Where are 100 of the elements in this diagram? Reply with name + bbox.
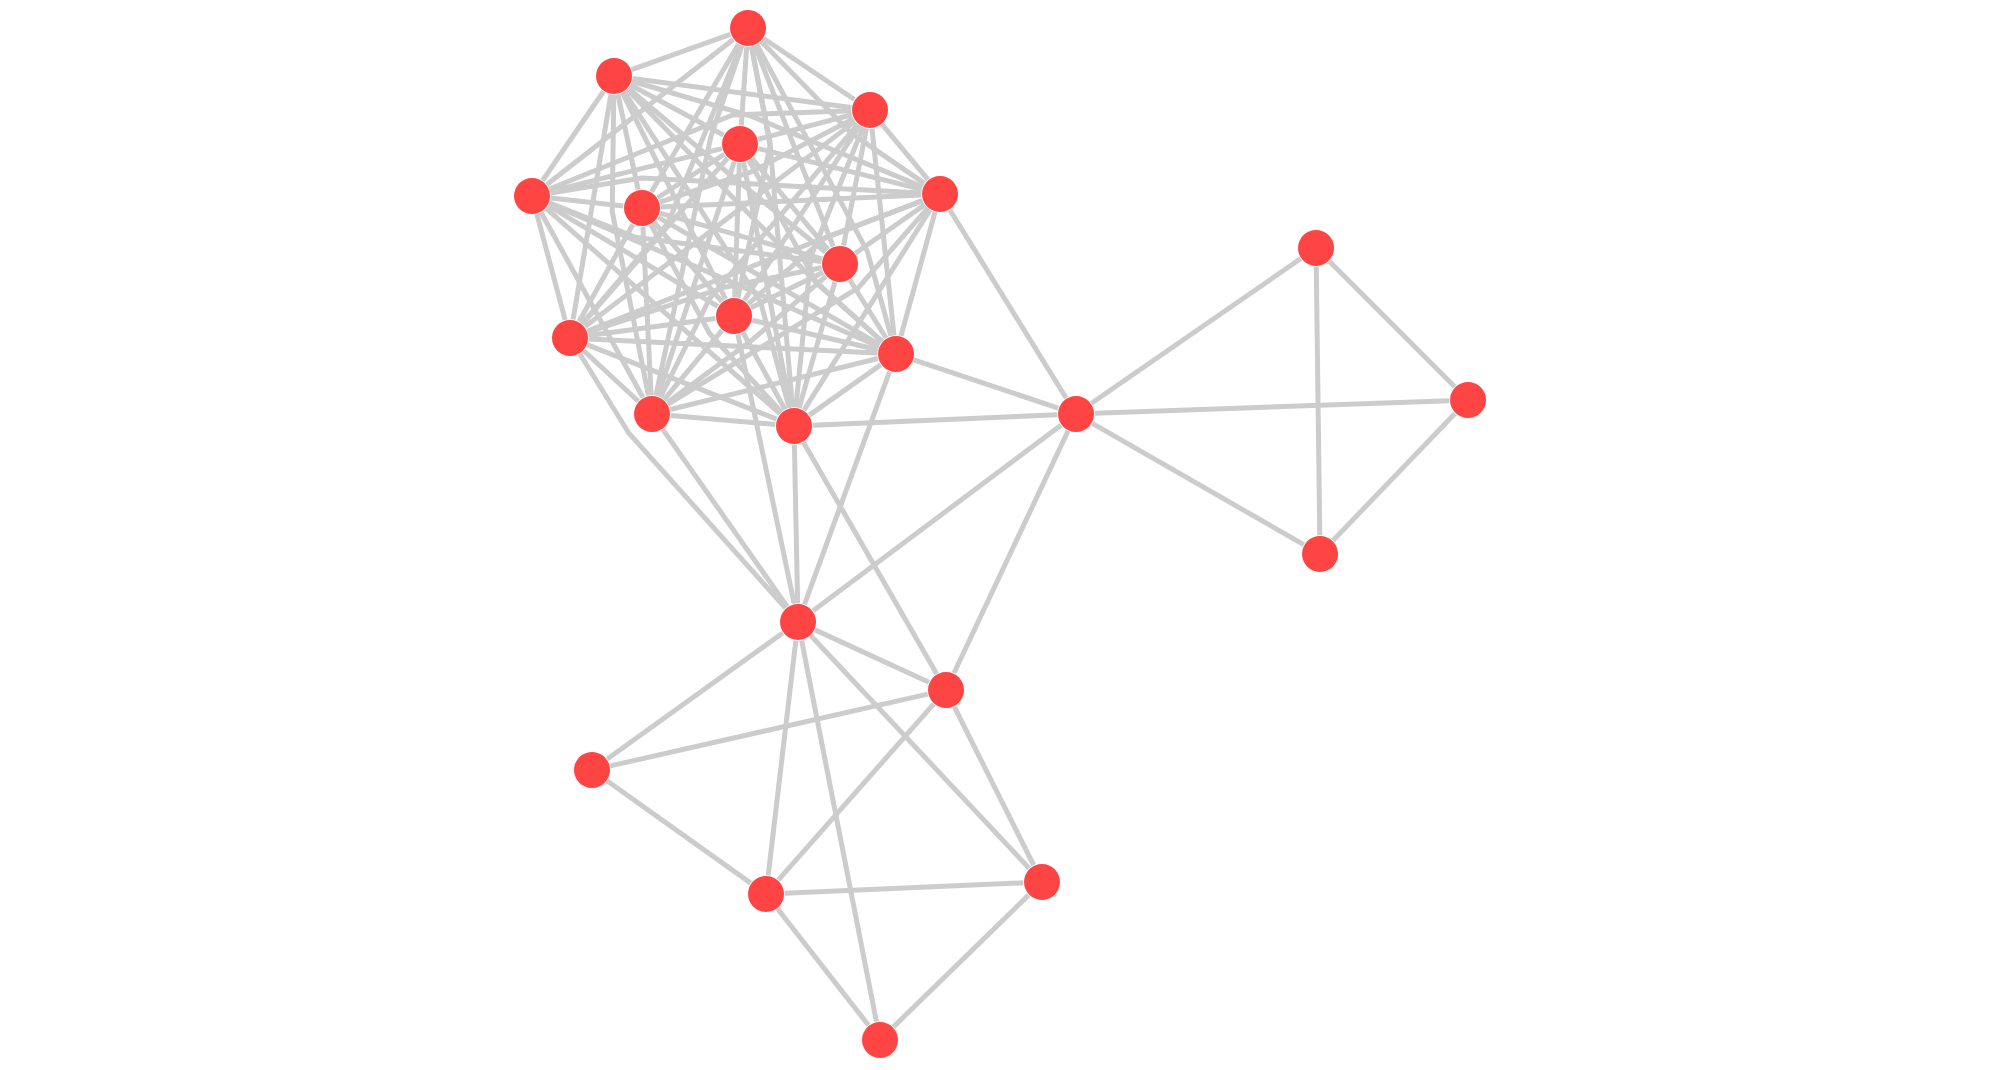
edge-line bbox=[913, 357, 1059, 411]
edge-line bbox=[750, 156, 830, 252]
edge-line bbox=[576, 223, 636, 323]
edge-line bbox=[577, 352, 788, 610]
node-circle bbox=[780, 604, 816, 640]
edge-line bbox=[629, 82, 725, 138]
edge-line bbox=[1313, 266, 1323, 536]
edge-line bbox=[759, 39, 926, 186]
edge-line bbox=[740, 331, 788, 411]
edge-line bbox=[660, 192, 922, 210]
edge-line bbox=[548, 200, 822, 265]
edge-line bbox=[546, 203, 720, 309]
node-circle bbox=[928, 672, 964, 708]
edge-line bbox=[1331, 411, 1457, 543]
edge-line bbox=[762, 36, 856, 102]
node-circle bbox=[1450, 382, 1487, 418]
edge-line bbox=[653, 44, 745, 397]
edge-line bbox=[649, 42, 741, 194]
edge-line bbox=[583, 119, 857, 329]
edge-line bbox=[588, 336, 878, 356]
edge-line bbox=[775, 907, 871, 1027]
edge-line bbox=[670, 413, 776, 427]
edge-line bbox=[752, 44, 836, 248]
edge-line bbox=[652, 220, 724, 304]
edge-line bbox=[657, 215, 881, 347]
edge-line bbox=[545, 37, 735, 187]
node-circle bbox=[822, 246, 858, 282]
node-circle bbox=[776, 408, 812, 444]
node-circle bbox=[878, 336, 914, 372]
edge-line bbox=[626, 86, 827, 255]
edge-line bbox=[549, 146, 723, 194]
edge-line bbox=[588, 316, 716, 338]
edge-line bbox=[632, 76, 852, 110]
edge-line bbox=[538, 211, 646, 399]
edge-line bbox=[791, 444, 801, 604]
edge-line bbox=[796, 281, 838, 409]
edge-line bbox=[749, 45, 795, 408]
edge-line bbox=[765, 640, 799, 876]
node-circle bbox=[748, 876, 784, 912]
edge-line bbox=[630, 31, 732, 72]
edge-line bbox=[947, 208, 1069, 400]
edge-line bbox=[952, 705, 1036, 867]
edge-line bbox=[550, 175, 922, 196]
edge-line bbox=[658, 122, 860, 399]
edge-line bbox=[811, 423, 1063, 613]
edge-line bbox=[550, 195, 624, 209]
edge-line bbox=[622, 90, 792, 409]
edge-line bbox=[735, 333, 797, 605]
edge-line bbox=[662, 328, 724, 402]
edge-line bbox=[609, 691, 929, 769]
edge-line bbox=[751, 317, 879, 353]
node-circle bbox=[716, 298, 752, 334]
edge-line bbox=[660, 427, 790, 609]
edge-line bbox=[749, 270, 825, 310]
edge-line bbox=[631, 78, 924, 190]
edge-line bbox=[609, 94, 651, 397]
node-circle bbox=[730, 10, 766, 46]
edge-line bbox=[534, 213, 568, 321]
edge-line bbox=[801, 208, 933, 412]
edge-line bbox=[746, 198, 924, 306]
edge-line bbox=[548, 108, 852, 192]
edge-line bbox=[757, 146, 923, 192]
node-circle bbox=[862, 1022, 898, 1058]
edge-line bbox=[801, 441, 939, 675]
edge-line bbox=[784, 880, 1024, 896]
node-circle bbox=[1302, 536, 1338, 572]
edge-line bbox=[669, 356, 879, 412]
edge-line bbox=[814, 627, 930, 685]
edge-line bbox=[656, 152, 726, 200]
edge-line bbox=[1094, 398, 1450, 416]
edge-line bbox=[742, 124, 862, 302]
node-circle bbox=[1058, 396, 1094, 432]
node-circle bbox=[514, 178, 550, 214]
node-circle bbox=[552, 320, 588, 356]
edge-line bbox=[586, 342, 778, 422]
edge-line bbox=[1091, 421, 1305, 547]
edge-line bbox=[605, 630, 785, 762]
edge-line bbox=[812, 412, 1058, 428]
edge-line bbox=[735, 46, 773, 299]
edge-line bbox=[548, 201, 880, 349]
edge-line bbox=[640, 226, 654, 396]
edge-line bbox=[951, 429, 1071, 675]
edge-line bbox=[841, 127, 869, 246]
node-circle bbox=[922, 176, 958, 212]
edge-line bbox=[854, 202, 927, 256]
edge-line bbox=[793, 126, 866, 408]
edge-line bbox=[659, 116, 855, 205]
node-circle bbox=[852, 92, 888, 128]
edge-line bbox=[586, 198, 924, 334]
edge-line bbox=[891, 893, 1031, 1029]
edge-line bbox=[847, 278, 889, 340]
node-circle bbox=[634, 396, 670, 432]
edge-line bbox=[807, 362, 883, 418]
edge-line bbox=[799, 639, 879, 1023]
node-circle bbox=[1024, 864, 1060, 900]
edge-line bbox=[869, 128, 897, 336]
edge-line bbox=[732, 162, 742, 298]
edge-line bbox=[570, 94, 614, 320]
edge-line bbox=[1327, 259, 1457, 389]
edge-line bbox=[754, 43, 894, 337]
